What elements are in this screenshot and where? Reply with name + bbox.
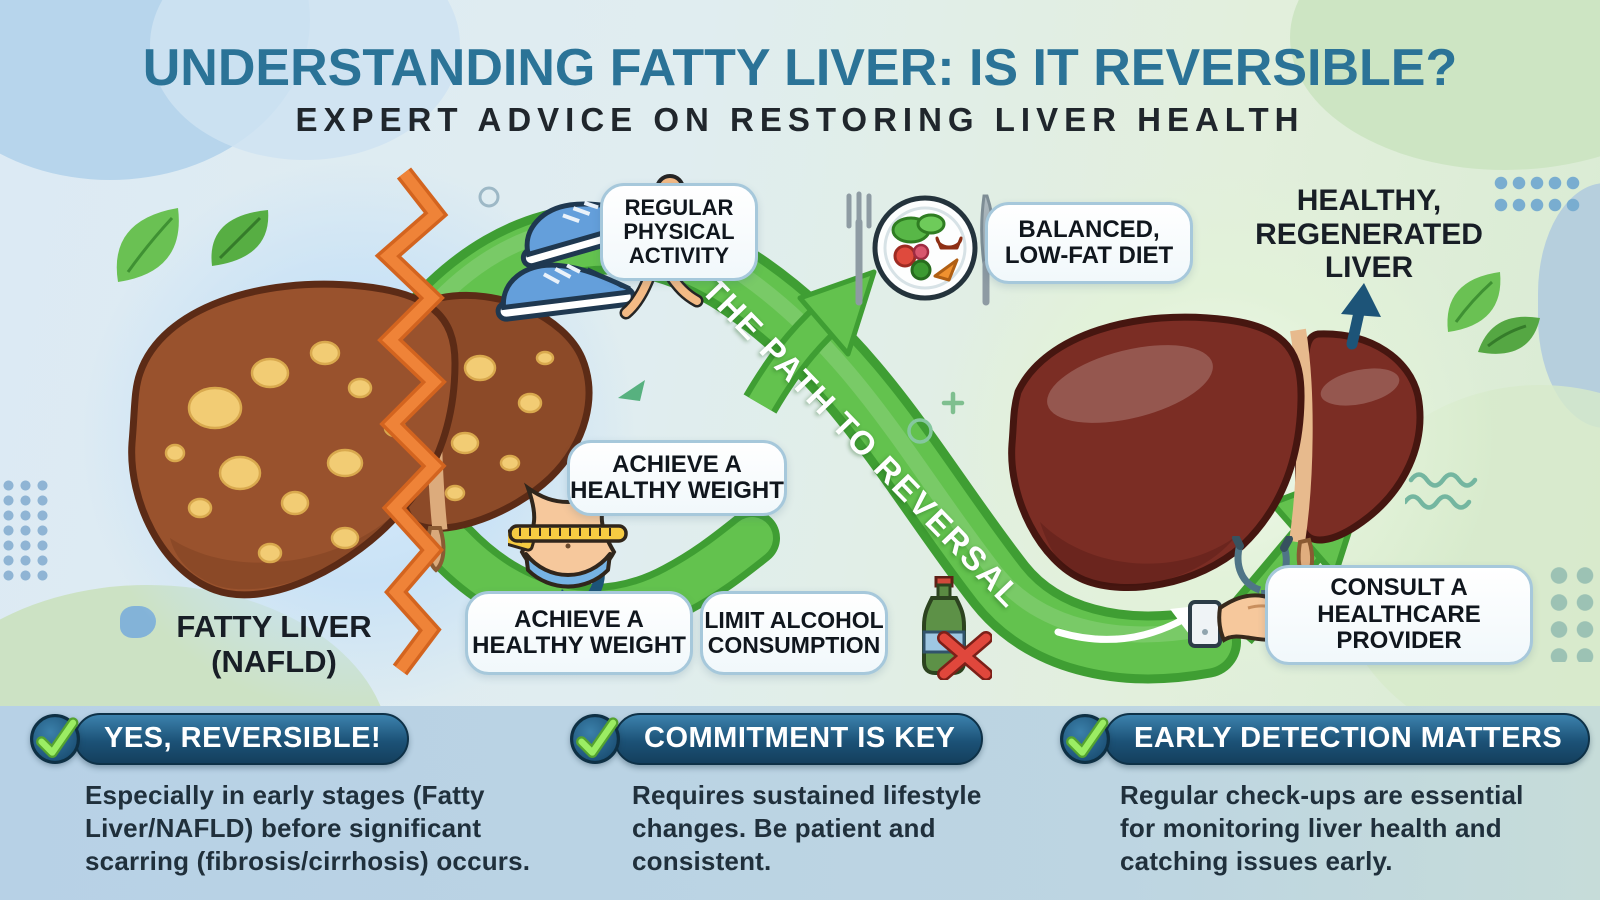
healthy-liver-illustration <box>1008 313 1424 592</box>
healthy-liver-label: HEALTHY, REGENERATED LIVER <box>1255 184 1483 285</box>
squiggle-lines-icon <box>1405 472 1478 510</box>
decor-circle <box>478 186 500 208</box>
check-icon <box>30 714 80 764</box>
decor-circle <box>907 418 933 444</box>
fatty-liver-label: FATTY LIVER (NAFLD) <box>176 609 372 679</box>
key-point-description: Especially in early stages (Fatty Liver/… <box>85 780 531 876</box>
no-alcohol-icon <box>922 576 992 680</box>
key-point-description: Requires sustained lifestyle changes. Be… <box>632 780 982 876</box>
white-flow-arrow-icon <box>1054 605 1206 643</box>
waist-measuring-tape-icon <box>508 482 628 589</box>
callout-achieve-healthy-weight-top: ACHIEVE A HEALTHY WEIGHT <box>567 440 787 516</box>
zigzag-divider-icon <box>374 167 449 676</box>
decor-plus <box>941 391 965 415</box>
key-point-early-detection: EARLY DETECTION MATTERS Regular check-up… <box>1058 712 1591 877</box>
callout-achieve-healthy-weight-bottom: ACHIEVE A HEALTHY WEIGHT <box>465 591 693 675</box>
key-point-title-badge: YES, REVERSIBLE! <box>74 713 410 765</box>
healthy-liver-up-arrow-icon <box>1341 283 1381 350</box>
check-icon <box>570 714 620 764</box>
decor-leaf-arrow <box>618 380 645 401</box>
key-point-commitment-is-key: COMMITMENT IS KEY Requires sustained lif… <box>568 712 1018 877</box>
key-point-description: Regular check-ups are essential for moni… <box>1120 780 1524 876</box>
callout-limit-alcohol-consumption: LIMIT ALCOHOL CONSUMPTION <box>700 591 888 675</box>
callout-consult-healthcare-provider: CONSULT A HEALTHCARE PROVIDER <box>1265 565 1533 665</box>
leaf-icon <box>116 208 269 282</box>
check-icon <box>1060 714 1110 764</box>
key-point-yes-reversible: YES, REVERSIBLE! Especially in early sta… <box>28 712 538 877</box>
key-point-title-badge: COMMITMENT IS KEY <box>614 713 984 765</box>
healthy-plate-icon <box>846 191 995 306</box>
key-point-title-badge: EARLY DETECTION MATTERS <box>1104 713 1591 765</box>
page-title: UNDERSTANDING FATTY LIVER: IS IT REVERSI… <box>142 39 1458 97</box>
leaf-icon <box>1447 272 1540 354</box>
callout-balanced-low-fat-diet: BALANCED, LOW-FAT DIET <box>985 202 1193 284</box>
page-subtitle: EXPERT ADVICE ON RESTORING LIVER HEALTH <box>295 101 1305 138</box>
callout-regular-physical-activity: REGULAR PHYSICAL ACTIVITY <box>600 183 758 281</box>
fatty-liver-illustration <box>128 280 593 599</box>
